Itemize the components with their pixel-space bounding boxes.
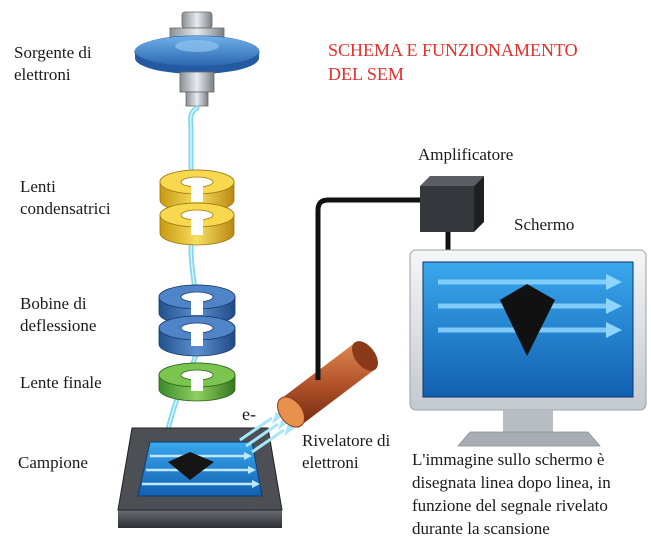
- monitor-image: [500, 284, 555, 356]
- label-screen: Schermo: [514, 215, 575, 234]
- monitor: [409, 249, 647, 447]
- electron-source: [134, 11, 260, 107]
- electron-detector: [277, 341, 378, 428]
- diagram-title: SCHEMA E FUNZIONAMENTO DEL SEM: [328, 40, 578, 84]
- sample-specimen: [168, 452, 214, 480]
- label-deflection-coils: Bobine di deflessione: [20, 294, 97, 335]
- sample-stage: [117, 427, 283, 528]
- secondary-electrons: [239, 412, 295, 454]
- label-detector: Rivelatore di elettroni: [302, 431, 391, 472]
- label-condenser-lenses: Lenti condensatrici: [20, 177, 111, 218]
- signal-cable: [315, 197, 420, 380]
- final-lens: [158, 362, 236, 402]
- label-final-lens: Lente finale: [20, 373, 102, 392]
- caption-text: L'immagine sullo schermo è disegnata lin…: [412, 450, 611, 538]
- label-electron: e-: [242, 404, 256, 424]
- amplifier: [420, 176, 484, 232]
- label-amplifier: Amplificatore: [418, 145, 514, 164]
- label-electron-source: Sorgente di elettroni: [14, 43, 92, 84]
- deflection-coils: [158, 284, 236, 357]
- condenser-lens: [159, 169, 235, 246]
- label-sample: Campione: [18, 453, 88, 472]
